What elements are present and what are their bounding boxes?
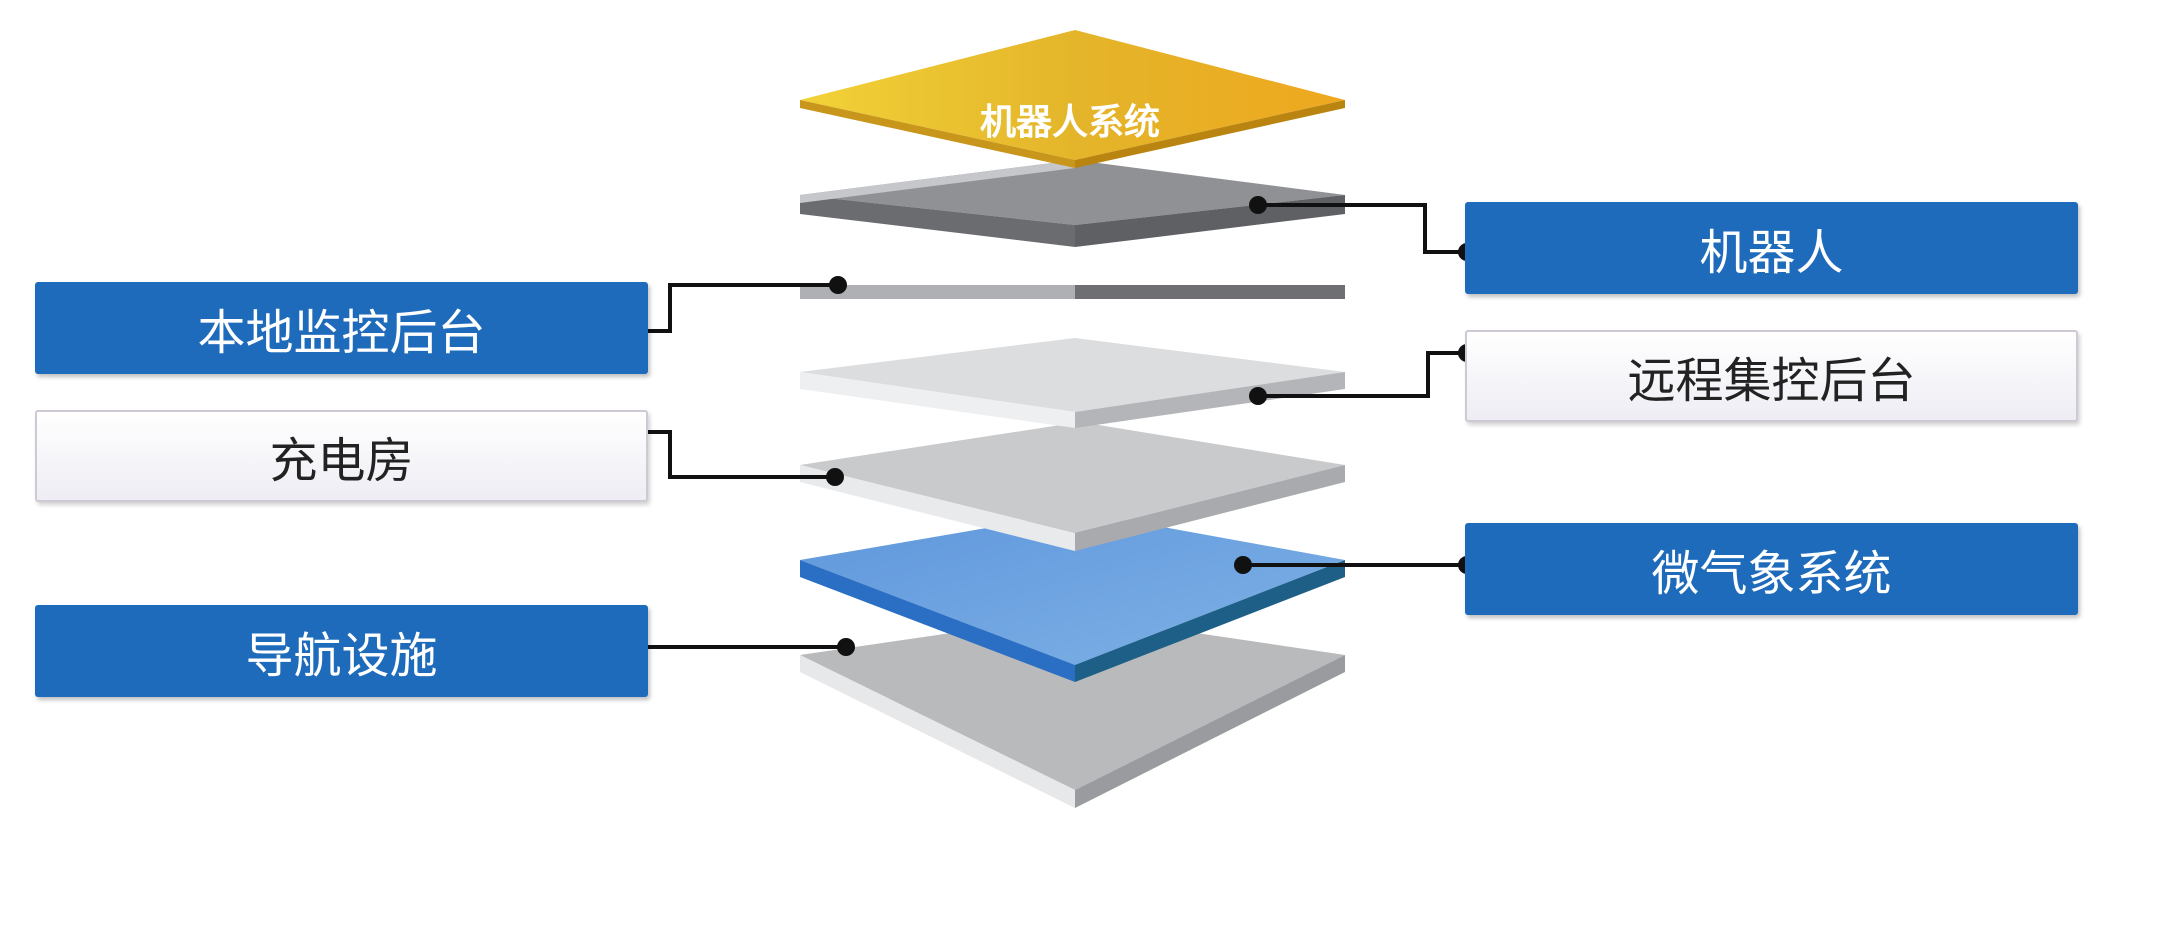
remote-control-label: 远程集控后台 <box>1627 353 1916 409</box>
dot-robot-layer <box>1249 196 1267 214</box>
weather-label-box: 微气象系统 <box>1465 523 2078 615</box>
local-monitor-label-box: 本地监控后台 <box>35 282 648 374</box>
weather-label: 微气象系统 <box>1651 546 1892 602</box>
dot-weather-layer <box>1234 556 1252 574</box>
navigation-layer <box>800 615 1345 808</box>
navigation-label: 导航设施 <box>245 628 438 684</box>
charging-room-label: 充电房 <box>269 433 414 489</box>
dot-local-layer <box>829 276 847 294</box>
robot-label: 机器人 <box>1699 225 1844 281</box>
dot-navigation-layer <box>837 638 855 656</box>
robot-system-layer: 机器人系统 <box>800 30 1345 168</box>
robot-layer <box>800 160 1345 247</box>
dot-charging-layer <box>826 468 844 486</box>
dot-remote-layer <box>1249 387 1267 405</box>
connector-robot <box>1258 203 1470 254</box>
weather-layer <box>800 512 1345 682</box>
remote-control-label-box: 远程集控后台 <box>1465 330 2078 422</box>
connector-remote <box>1258 351 1470 398</box>
local-monitor-layer <box>800 285 1345 299</box>
navigation-label-box: 导航设施 <box>35 605 648 697</box>
charging-room-label-box: 充电房 <box>35 410 648 502</box>
robot-label-box: 机器人 <box>1465 202 2078 294</box>
local-monitor-label: 本地监控后台 <box>197 305 486 361</box>
charging-room-layer <box>800 422 1345 551</box>
remote-control-layer <box>800 338 1345 428</box>
robot-system-label: 机器人系统 <box>980 102 1160 143</box>
